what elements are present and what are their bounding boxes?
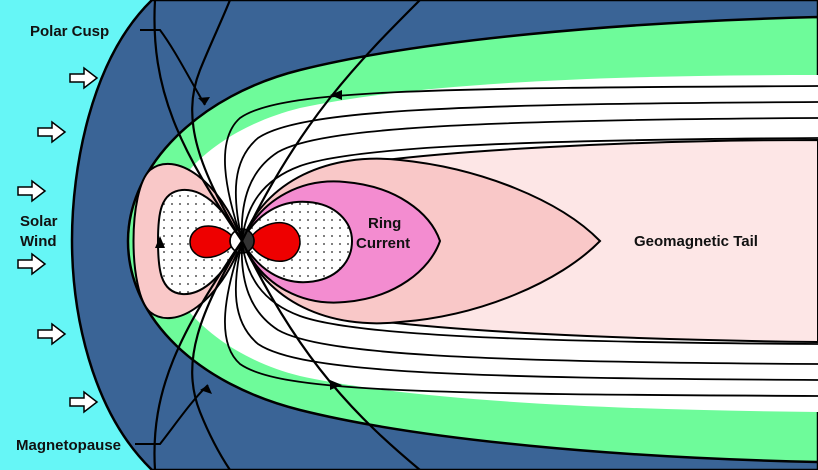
wind-arrow-icon — [69, 390, 99, 414]
earth-lobe-left — [189, 225, 237, 259]
solar-wind-label-line2: Wind — [20, 233, 57, 250]
solar-wind-arrows — [17, 66, 99, 414]
polar-cusp-label: Polar Cusp — [30, 23, 109, 40]
magnetopause-pointer-arrow — [200, 385, 212, 394]
wind-arrow-icon — [17, 252, 47, 276]
field-direction-arrows — [155, 90, 342, 390]
ring-current-label-line2: Current — [356, 235, 410, 252]
geomagnetic-tail-label: Geomagnetic Tail — [634, 233, 758, 250]
earth-lobe-right — [247, 221, 301, 262]
cusp-pointer-arrow — [198, 97, 210, 105]
wind-arrow-icon — [17, 179, 47, 203]
ring-current-label-line1: Ring — [368, 215, 401, 232]
field-lines-lower — [224, 240, 818, 397]
wind-arrow-icon — [69, 66, 99, 90]
magnetopause-label: Magnetopause — [16, 437, 121, 454]
field-lines-upper — [224, 85, 818, 242]
wind-arrow-icon — [37, 322, 67, 346]
wind-arrow-icon — [37, 120, 67, 144]
solar-wind-label-line1: Solar — [20, 213, 58, 230]
